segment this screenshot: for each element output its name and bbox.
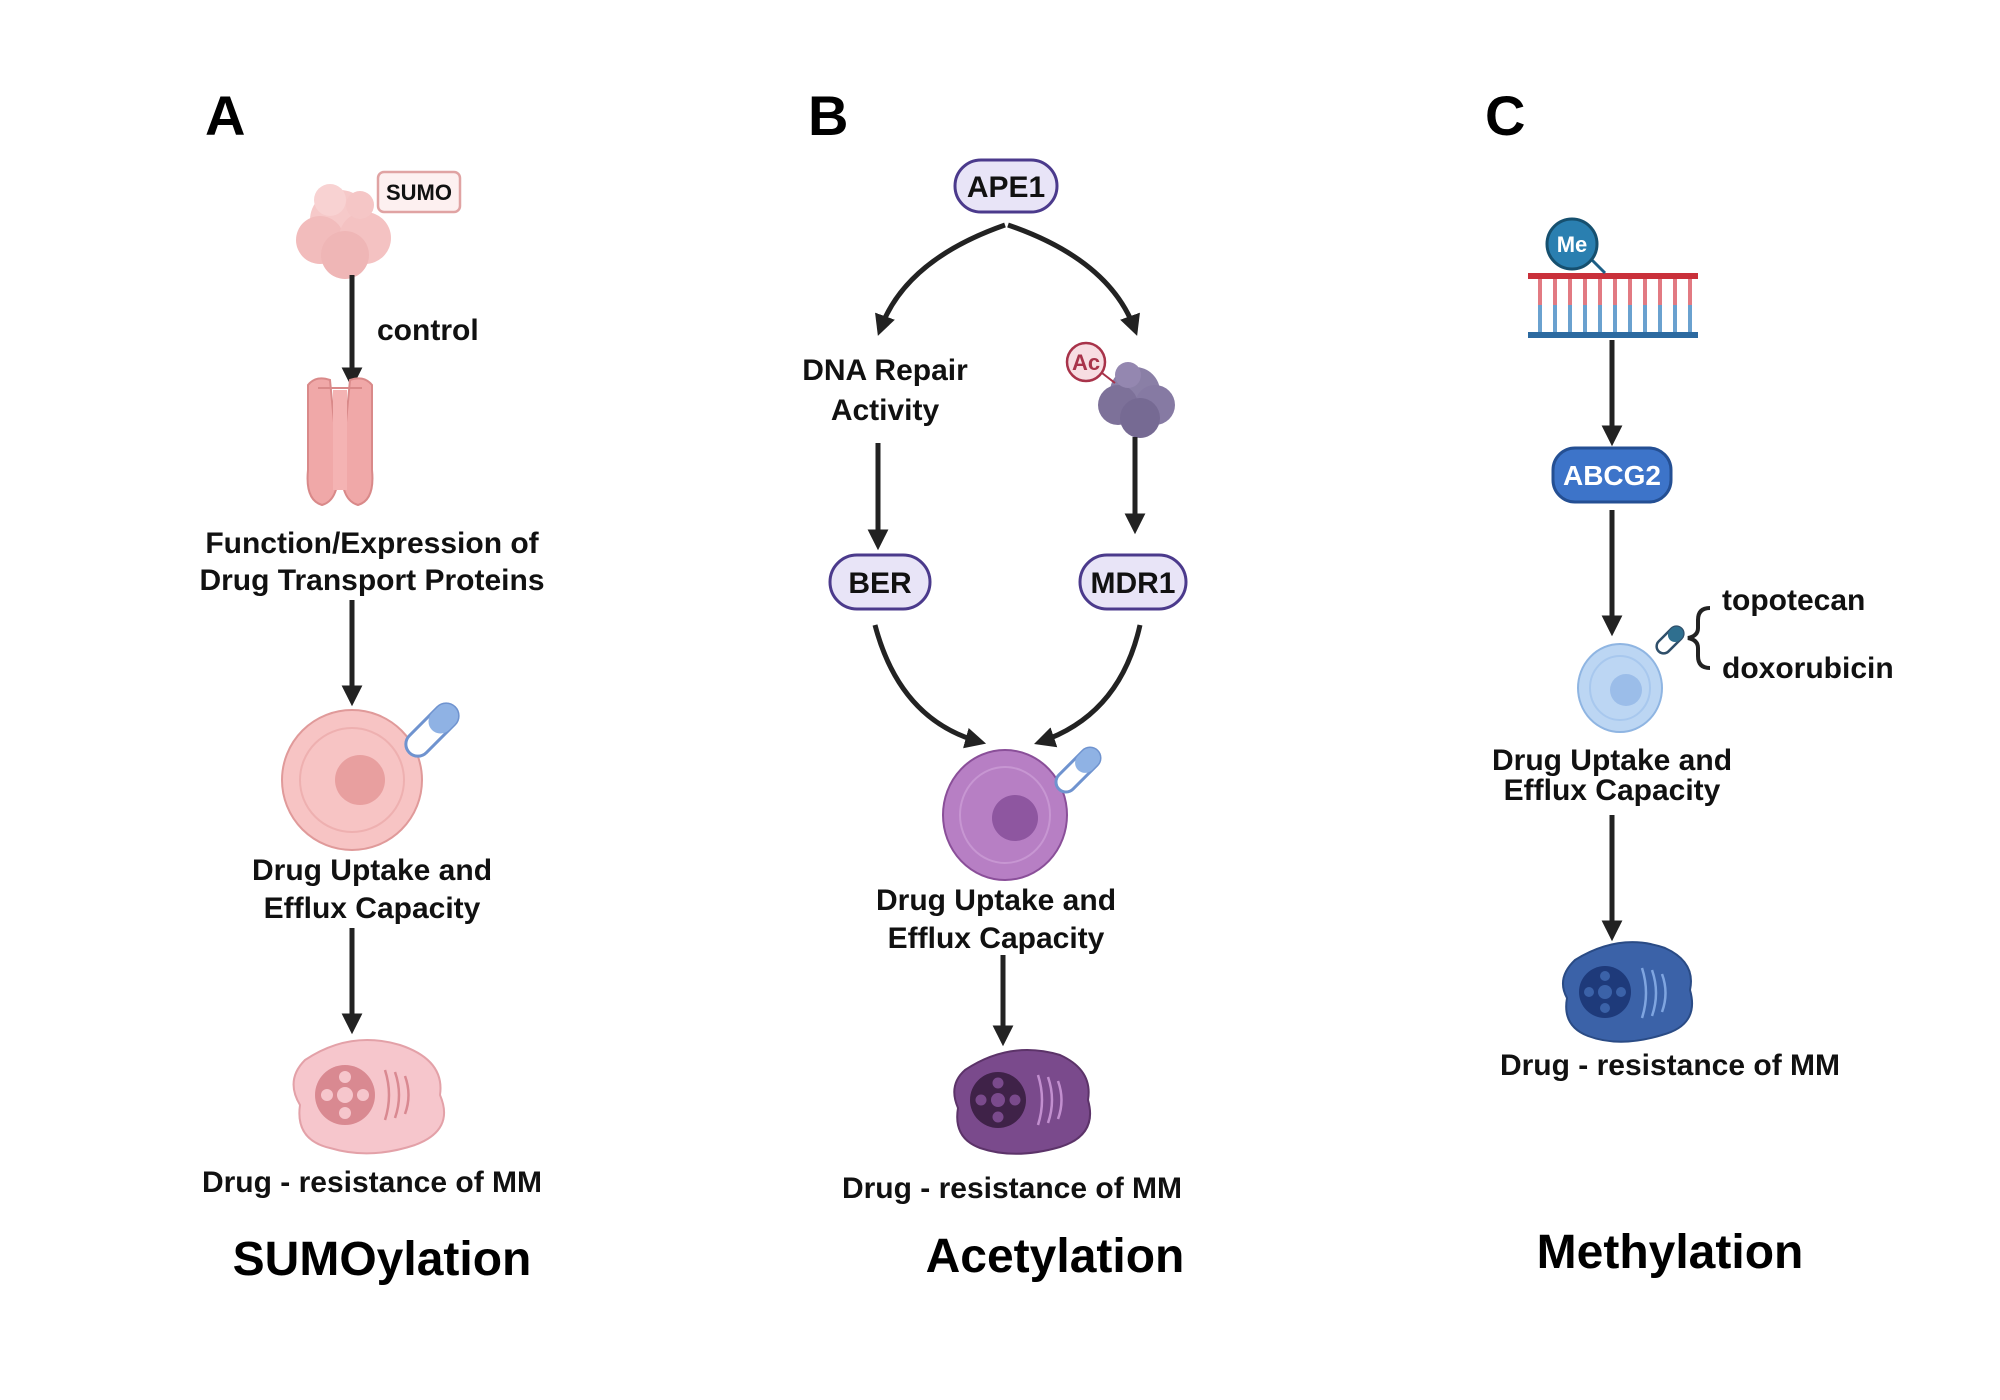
mm-cell-icon [953,1049,1092,1155]
transport-line1: Function/Expression of [205,527,539,560]
cell-icon [281,709,423,851]
drug-capsule-icon [1054,746,1102,794]
brace-icon [1687,606,1711,670]
panel-c: C Me [1485,84,1894,1279]
mdr1-pill: MDR1 [1078,553,1188,611]
panel-b-title: Acetylation [926,1230,1185,1283]
panel-c-letter: C [1485,84,1525,147]
sumo-label: SUMO [386,180,452,205]
drug2-label: doxorubicin [1722,652,1894,685]
acetylated-protein-icon [1098,362,1175,438]
me-badge: Me [1545,217,1607,275]
cell-icon [942,749,1068,881]
panel-a-title: SUMOylation [233,1233,532,1286]
sumo-badge: SUMO [376,170,462,214]
resistance-label: Drug - resistance of MM [202,1166,542,1199]
ber-pill: BER [828,553,932,611]
arrow-b-mdr1-to-cell [1034,624,1143,748]
drug1-label: topotecan [1722,584,1865,617]
uptake-line2: Efflux Capacity [1504,774,1721,807]
ac-badge: Ac [1065,341,1116,384]
resistance-label: Drug - resistance of MM [1500,1049,1840,1082]
mm-cell-icon [292,1039,445,1155]
dna-repair-line2: Activity [831,394,940,427]
abcg2-label: ABCG2 [1563,460,1661,491]
cell-icon [1577,643,1663,733]
ape1-pill: APE1 [953,158,1059,214]
ape1-label: APE1 [967,171,1045,204]
uptake-line1: Drug Uptake and [252,854,492,887]
mm-cell-icon [1561,941,1694,1043]
panel-b: B APE1 DNA Repair Activity Ac BER [802,84,1188,1283]
panel-a-letter: A [205,84,245,147]
uptake-line2: Efflux Capacity [888,922,1105,955]
uptake-line2: Efflux Capacity [264,892,481,925]
arrow-b-ber-to-cell [872,624,987,749]
me-label: Me [1557,232,1588,257]
dna-repair-line1: DNA Repair [802,354,968,387]
ac-label: Ac [1072,350,1100,375]
dna-icon [1528,273,1698,338]
transport-protein-icon [306,377,374,507]
ber-label: BER [848,567,912,600]
mdr1-label: MDR1 [1090,567,1175,600]
uptake-line1: Drug Uptake and [876,884,1116,917]
drug-capsule-icon [404,702,460,758]
abcg2-pill: ABCG2 [1551,446,1673,504]
uptake-line1: Drug Uptake and [1492,744,1732,777]
control-label: control [377,314,479,347]
drug-capsule-icon [1655,625,1685,655]
resistance-label: Drug - resistance of MM [842,1172,1182,1205]
transport-line2: Drug Transport Proteins [199,564,544,597]
sumo-protein-icon [296,184,391,279]
panel-a: A SUMO control Function/Expression of Dr… [199,84,544,1286]
panel-c-title: Methylation [1537,1226,1804,1279]
arrow-b-left-curve [875,222,1006,336]
panel-b-letter: B [808,84,848,147]
arrow-b-right-curve [1007,222,1140,336]
